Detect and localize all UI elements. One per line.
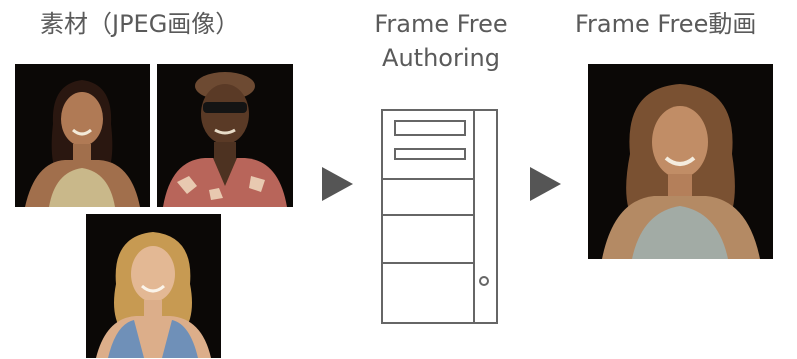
source-photo-woman-dark-hair: [15, 64, 150, 207]
source-images-label: 素材（JPEG画像）: [40, 10, 240, 38]
source-photo-woman-blonde: [86, 214, 221, 358]
output-morph-video-frame: [588, 64, 773, 259]
tower-server-icon: [381, 109, 498, 324]
portrait-illustration: [86, 214, 221, 358]
portrait-illustration: [15, 64, 150, 207]
authoring-label: Frame Free Authoring: [346, 10, 536, 72]
flow-arrow-to-authoring: [322, 167, 353, 201]
portrait-illustration: [588, 64, 773, 259]
flow-arrow-to-output: [530, 167, 561, 201]
output-video-label: Frame Free動画: [575, 10, 757, 38]
authoring-label-line2: Authoring: [382, 44, 500, 72]
authoring-label-line1: Frame Free: [374, 10, 508, 38]
portrait-illustration: [157, 64, 293, 207]
source-photo-man-sunglasses: [157, 64, 293, 207]
